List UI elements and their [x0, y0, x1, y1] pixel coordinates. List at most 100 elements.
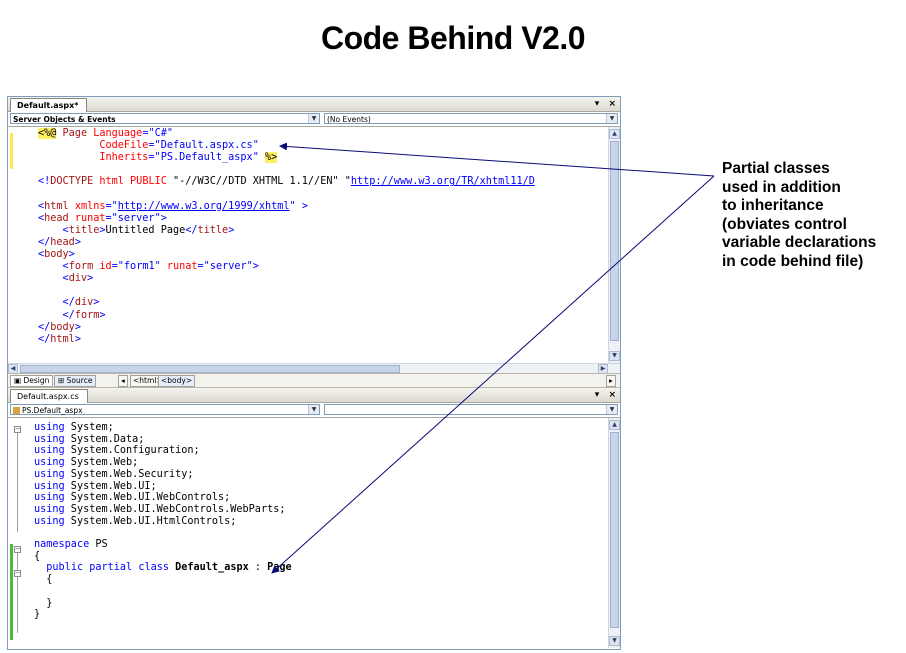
code-token: ="server">	[197, 261, 259, 273]
member-dropdown[interactable]: ▼	[324, 404, 618, 415]
code-line: using System;	[34, 422, 114, 434]
code-token: PS	[89, 539, 108, 550]
class-icon	[13, 407, 20, 414]
callout-line: variable declarations	[722, 234, 877, 251]
code-token: ="	[105, 200, 118, 212]
code-token: ="server">	[105, 212, 167, 224]
tab-default-aspx-cs[interactable]: Default.aspx.cs	[10, 389, 88, 403]
code-token: http://www.w3.org/TR/xhtml11/D	[350, 176, 535, 188]
code-token: body	[44, 249, 69, 260]
code-token: System.Data;	[64, 433, 145, 445]
scroll-left-icon[interactable]: ◀	[8, 364, 18, 373]
pin-icon[interactable]: ▾	[594, 99, 600, 109]
close-icon[interactable]: ×	[608, 390, 616, 400]
code-token: >	[87, 273, 94, 285]
code-token: >	[301, 200, 308, 212]
code-line: <%@ Page Language="C#"	[38, 128, 173, 140]
scroll-down-icon[interactable]: ▼	[609, 636, 620, 646]
code-line: using System.Web.UI;	[34, 481, 157, 493]
h-scroll-thumb[interactable]	[20, 365, 400, 373]
code-token: ="Default.aspx.cs"	[148, 140, 259, 152]
code-line: {	[34, 574, 52, 586]
cs-editor-panel: Default.aspx.cs ▾ × PS.Default_aspx ▼ ▼ …	[8, 388, 620, 648]
collapse-namespace-icon[interactable]: −	[14, 545, 21, 553]
aspx-tabstrip: Default.aspx* ▾ ×	[8, 97, 620, 112]
code-token: partial	[89, 562, 133, 574]
code-token: }	[34, 609, 41, 621]
cs-vertical-scrollbar[interactable]: ▲ ▼	[608, 418, 620, 648]
code-token: System.Configuration;	[64, 445, 200, 457]
class-dropdown[interactable]: PS.Default_aspx ▼	[10, 404, 320, 415]
code-token: CodeFile	[99, 140, 149, 152]
code-token: </	[62, 309, 75, 321]
server-objects-label: Server Objects & Events	[13, 115, 116, 124]
code-token: using	[34, 515, 65, 527]
code-token: namespace	[34, 539, 90, 550]
code-line: </html>	[38, 334, 81, 346]
scroll-right-icon[interactable]: ▶	[598, 364, 608, 373]
code-line: </body>	[38, 322, 81, 334]
code-token: >	[99, 224, 106, 236]
code-line: <div>	[38, 273, 94, 285]
tab-default-aspx[interactable]: Default.aspx*	[10, 98, 88, 112]
view-switcher-bar: ▣ Design ⊞ Source ◂ <html> <body> ▸	[8, 373, 620, 388]
code-token: System;	[64, 422, 114, 433]
code-line: namespace PS	[34, 539, 108, 551]
scroll-up-icon[interactable]: ▲	[609, 420, 620, 430]
code-token: html	[99, 176, 124, 188]
pin-icon[interactable]: ▾	[594, 390, 600, 400]
tag-body[interactable]: <body>	[158, 375, 196, 387]
code-token: <	[62, 261, 69, 273]
code-token: using	[34, 480, 65, 492]
code-token: "-//W3C//DTD XHTML 1.1//EN" "	[166, 176, 351, 188]
aspx-dropdown-bar: Server Objects & Events ▼ (No Events) ▼	[8, 112, 620, 127]
design-view-button[interactable]: ▣ Design	[10, 375, 54, 387]
cs-dropdown-bar: PS.Default_aspx ▼ ▼	[8, 403, 620, 418]
tag-nav-right-icon[interactable]: ▸	[606, 375, 616, 387]
changed-lines-marker	[10, 544, 13, 640]
aspx-horizontal-scrollbar[interactable]: ◀ ▶	[8, 363, 620, 373]
code-line: <body>	[38, 249, 75, 261]
arrow-to-partial-class	[271, 175, 715, 574]
code-token: id	[99, 261, 112, 273]
events-label: (No Events)	[327, 115, 371, 124]
close-icon[interactable]: ×	[608, 99, 616, 109]
code-token: System.Web.Security;	[64, 468, 194, 480]
code-token: ="PS.Default_aspx"	[148, 152, 259, 164]
cs-code-editor[interactable]: − − − using System;using System.Data;usi…	[8, 418, 620, 648]
code-token: http://www.w3.org/1999/xhtml	[117, 200, 290, 212]
code-token: form	[68, 261, 94, 273]
code-token: >	[99, 309, 106, 321]
code-line: <head runat="server">	[38, 213, 167, 225]
server-objects-dropdown[interactable]: Server Objects & Events ▼	[10, 113, 320, 124]
code-token: using	[34, 433, 65, 445]
code-token: using	[34, 468, 65, 480]
collapse-class-icon[interactable]: −	[14, 569, 21, 577]
code-token: <	[38, 249, 45, 260]
arrow-to-codefile	[279, 142, 715, 177]
code-token: div	[68, 273, 88, 285]
code-token: ="form1"	[111, 261, 161, 273]
callout-line: Partial classes	[722, 160, 830, 177]
aspx-vertical-scrollbar[interactable]: ▲ ▼	[608, 127, 620, 363]
scroll-thumb[interactable]	[610, 432, 619, 628]
source-icon: ⊞	[58, 376, 67, 385]
code-token: body	[50, 321, 75, 333]
source-view-button[interactable]: ⊞ Source	[54, 375, 97, 387]
code-token: PUBLIC	[130, 176, 167, 188]
callout-line: (obviates control	[722, 215, 847, 233]
aspx-code-editor[interactable]: <%@ Page Language="C#" CodeFile="Default…	[8, 127, 620, 373]
tag-nav-left-icon[interactable]: ◂	[118, 375, 128, 387]
scroll-down-icon[interactable]: ▼	[609, 351, 620, 361]
code-token: Default_aspx	[175, 562, 249, 574]
scroll-thumb[interactable]	[610, 141, 619, 341]
code-token: {	[34, 574, 53, 586]
collapse-using-icon[interactable]: −	[14, 425, 21, 433]
code-token: System.Web.UI.HtmlControls;	[64, 515, 237, 527]
code-line: }	[34, 598, 52, 610]
scroll-up-icon[interactable]: ▲	[609, 129, 620, 139]
code-token: System.Web.UI;	[64, 480, 157, 492]
events-dropdown[interactable]: (No Events) ▼	[324, 113, 618, 124]
code-token: >	[93, 297, 100, 309]
